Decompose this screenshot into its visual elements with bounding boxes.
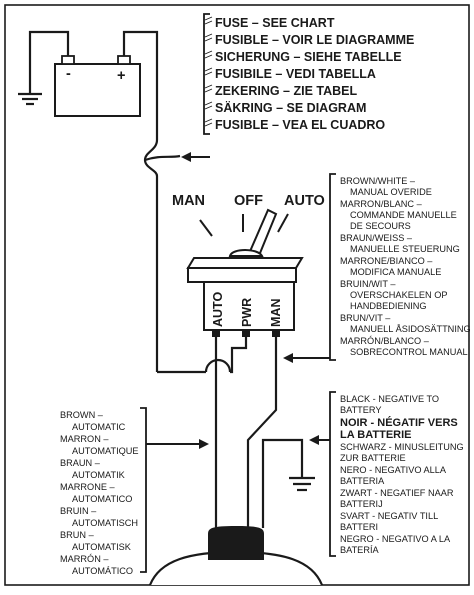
terminal-auto (212, 330, 220, 337)
fuse-label-fr: FUSIBLE – VOIR LE DIAGRAMME (215, 33, 414, 47)
brown-label-group: BROWN – AUTOMATIC MARRON – AUTOMATIQUE B… (60, 410, 139, 576)
switch-body (203, 281, 295, 331)
bw-label-15: MARRÓN/BLANCO – (340, 336, 430, 346)
brown-arrow (199, 439, 209, 449)
terminal-pwr (242, 330, 250, 337)
fuse-arrow (181, 152, 191, 162)
pump-ground-symbol (289, 476, 315, 492)
bw-label-14: MANUELL ÅSIDOSÄTTNING (350, 324, 471, 334)
black-label-9: ZWART - NEGATIEF NAAR (340, 488, 454, 498)
bw-label-3: MARRON/BLANC – (340, 199, 423, 209)
label-bullet-glyphs (204, 16, 213, 127)
bw-label-9: MODIFICA MANUALE (350, 267, 441, 277)
fuse-label-sv: SÄKRING – SE DIAGRAM (215, 100, 366, 115)
black-label-6: ZUR BATTERIE (340, 453, 406, 463)
fuse-label-de: SICHERUNG – SIEHE TABELLE (215, 50, 402, 64)
switch-plate (187, 267, 297, 283)
black-label-8: BATTERIA (340, 476, 385, 486)
brown-label-2: AUTOMATIC (72, 422, 126, 432)
black-bracket (329, 391, 336, 557)
switch-position-man: MAN (172, 193, 205, 209)
brown-white-arrow (283, 353, 293, 363)
black-label-1: BLACK - NEGATIVE TO (340, 394, 439, 404)
bw-label-10: BRUIN/WIT – (340, 279, 396, 289)
brown-bracket (140, 407, 147, 573)
black-label-14: BATERÍA (340, 545, 380, 555)
black-label-13: NEGRO - NEGATIVO A LA (340, 534, 451, 544)
terminal-label-pwr: PWR (240, 298, 254, 327)
bw-label-12: HANDBEDIENING (350, 301, 427, 311)
brown-white-bracket (329, 173, 336, 361)
brown-label-3: MARRON – (60, 434, 109, 444)
switch-lever-base (228, 249, 264, 257)
fuse-label-en: FUSE – SEE CHART (215, 16, 335, 30)
pump-cap (208, 526, 264, 560)
black-label-12: BATTERI (340, 522, 378, 532)
auto-motion-mark (277, 213, 289, 233)
black-label-11: SVART - NEGATIV TILL (340, 511, 438, 521)
brown-white-manual-wire (246, 337, 278, 528)
black-label-group: BLACK - NEGATIVE TO BATTERY NOIR - NÉGAT… (340, 394, 464, 555)
black-label-4: LA BATTERIE (340, 429, 412, 441)
brown-label-7: MARRONE – (60, 482, 116, 492)
battery-body (54, 63, 141, 117)
man-motion-mark (199, 219, 213, 237)
bw-label-11: OVERSCHAKELEN OP (350, 290, 448, 300)
brown-label-13: MARRÓN – (60, 554, 109, 564)
switch-position-off: OFF (234, 193, 263, 209)
black-label-3: NOIR - NÉGATIF VERS (340, 416, 458, 429)
bilge-pump (148, 526, 324, 586)
brown-label-1: BROWN – (60, 410, 104, 420)
brown-label-12: AUTOMATISK (72, 542, 132, 552)
black-label-5: SCHWARZ - MINUSLEITUNG (340, 442, 464, 452)
bw-label-7: MANUELLE STEUERUNG (350, 244, 460, 254)
brown-label-9: BRUIN – (60, 506, 97, 516)
bw-label-2: MANUAL OVERIDE (350, 187, 432, 197)
positive-wire (122, 30, 248, 374)
bw-label-13: BRUN/VIT – (340, 313, 391, 323)
fuse-label-it: FUSIBILE – VEDI TABELLA (215, 67, 376, 81)
bw-label-16: SOBRECONTROL MANUAL (350, 347, 468, 357)
brown-white-label-group: BROWN/WHITE – MANUAL OVERIDE MARRON/BLAN… (340, 176, 471, 357)
switch-top-face (186, 257, 304, 269)
black-label-7: NERO - NEGATIVO ALLA (340, 465, 447, 475)
terminal-label-man: MAN (269, 299, 283, 327)
fuse-label-es: FUSIBLE – VEA EL CUADRO (215, 118, 385, 132)
bw-label-6: BRAUN/WEISS – (340, 233, 413, 243)
brown-label-11: BRUN – (60, 530, 95, 540)
terminal-label-auto: AUTO (211, 292, 225, 327)
bw-label-4: COMMANDE MANUELLE (350, 210, 457, 220)
bw-label-1: BROWN/WHITE – (340, 176, 416, 186)
fuse-label-bracket (203, 13, 210, 135)
battery-positive-symbol: + (117, 68, 125, 84)
bw-label-8: MARRONE/BIANCO – (340, 256, 433, 266)
battery-negative-post (61, 55, 75, 65)
terminal-man (272, 330, 280, 337)
brown-label-8: AUTOMATICO (72, 494, 132, 504)
battery-ground-wire (18, 30, 70, 106)
brown-label-4: AUTOMATIQUE (72, 446, 139, 456)
fuse-label-group: FUSE – SEE CHART FUSIBLE – VOIR LE DIAGR… (215, 16, 414, 132)
battery: - + (54, 55, 141, 117)
brown-label-10: AUTOMATISCH (72, 518, 138, 528)
battery-negative-symbol: - (66, 66, 71, 82)
bw-label-5: DE SECOURS (350, 221, 411, 231)
brown-label-14: AUTOMÁTICO (72, 566, 133, 576)
switch: MAN OFF AUTO AUTO PWR MAN (172, 193, 325, 337)
black-ground-wire (261, 438, 304, 528)
brown-label-6: AUTOMATIK (72, 470, 126, 480)
black-arrow (309, 435, 319, 445)
brown-label-5: BRAUN – (60, 458, 101, 468)
black-label-10: BATTERIJ (340, 499, 383, 509)
switch-position-auto: AUTO (284, 193, 325, 209)
black-label-2: BATTERY (340, 405, 382, 415)
battery-positive-post (117, 55, 131, 65)
fuse-label-nl: ZEKERING – ZIE TABEL (215, 84, 358, 98)
